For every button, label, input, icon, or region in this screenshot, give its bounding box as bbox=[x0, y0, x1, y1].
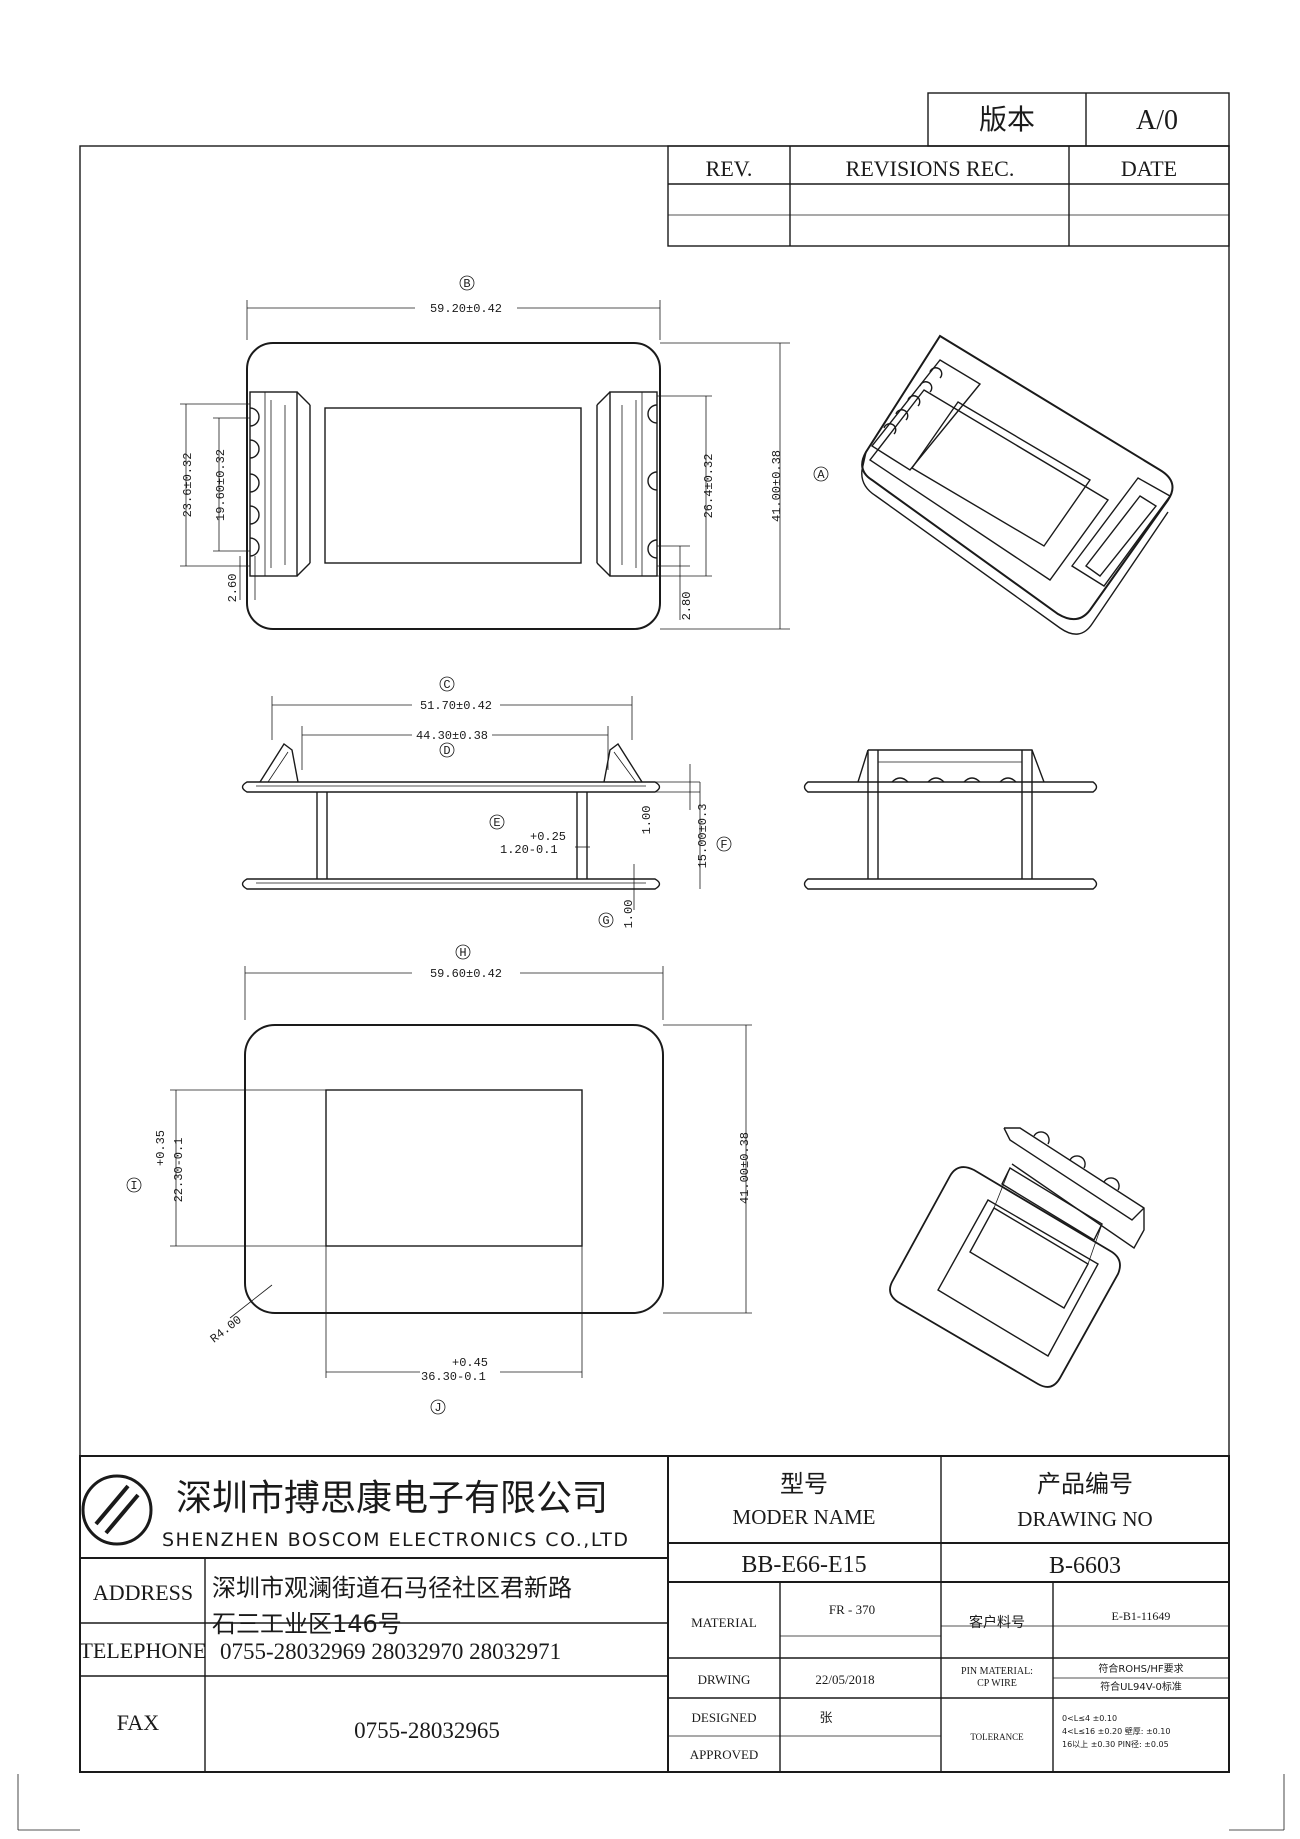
pin-spec-1: 符合ROHS/HF要求 bbox=[1098, 1662, 1183, 1675]
telephone-label: TELEPHONE bbox=[79, 1638, 206, 1663]
isometric-view-bottom bbox=[889, 1127, 1145, 1388]
top-right-outer-dim: 26.4±0.32 bbox=[702, 454, 716, 519]
version-value: A/0 bbox=[1136, 105, 1178, 136]
material-label: MATERIAL bbox=[691, 1615, 757, 1630]
drawing-label-en: DRAWING NO bbox=[1017, 1507, 1152, 1531]
bottom-window-w-plus: +0.45 bbox=[452, 1356, 488, 1370]
end-view bbox=[803, 749, 1098, 890]
bottom-height-dim: 41.00±0.38 bbox=[738, 1132, 752, 1204]
material-value: FR - 370 bbox=[829, 1602, 875, 1617]
callout-h: H bbox=[459, 946, 466, 960]
isometric-view-top bbox=[861, 334, 1174, 635]
revisions-header: REVISIONS REC. bbox=[846, 156, 1015, 181]
address-line2: 石三工业区146号 bbox=[212, 1610, 402, 1638]
drawing-value: B-6603 bbox=[1049, 1553, 1121, 1579]
company-name-cn: 深圳市搏思康电子有限公司 bbox=[176, 1478, 608, 1519]
version-label: 版本 bbox=[979, 103, 1035, 136]
callout-d: D bbox=[443, 744, 450, 758]
fax-label: FAX bbox=[117, 1710, 159, 1735]
callout-c: C bbox=[443, 678, 450, 692]
model-label-en: MODER NAME bbox=[733, 1505, 876, 1529]
rev-header: REV. bbox=[706, 156, 753, 181]
side-inner-dim: 44.30±0.38 bbox=[416, 729, 488, 743]
pin-spec-2: 符合UL94V-0标准 bbox=[1100, 1680, 1182, 1693]
revision-table: REV. REVISIONS REC. DATE bbox=[667, 145, 1230, 247]
pin-material-label-2: CP WIRE bbox=[977, 1678, 1017, 1689]
title-block: 深圳市搏思康电子有限公司 SHENZHEN BOSCOM ELECTRONICS… bbox=[79, 1455, 1230, 1773]
pin-material-label-1: PIN MATERIAL: bbox=[961, 1666, 1033, 1677]
callout-i: I bbox=[130, 1179, 137, 1193]
side-tol-plus: +0.25 bbox=[530, 830, 566, 844]
tolerance-row-3: 16以上 ±0.30 PIN径: ±0.05 bbox=[1062, 1739, 1169, 1749]
tolerance-label: TOLERANCE bbox=[970, 1732, 1024, 1742]
approved-label: APPROVED bbox=[690, 1747, 759, 1762]
bottom-window-w-main: 36.30-0.1 bbox=[421, 1370, 486, 1384]
customer-label: 客户料号 bbox=[969, 1614, 1025, 1631]
side-tol-main: 1.20-0.1 bbox=[500, 843, 558, 857]
callout-e: E bbox=[493, 816, 500, 830]
telephone-value: 0755-28032969 28032970 28032971 bbox=[220, 1639, 561, 1664]
drawing-label-cn: 产品编号 bbox=[1037, 1470, 1133, 1498]
drawing-date-value: 22/05/2018 bbox=[815, 1672, 874, 1687]
drawing-date-label: DRWING bbox=[698, 1672, 751, 1687]
tolerance-row-2: 4<L≤16 ±0.20 壁厚: ±0.10 bbox=[1062, 1726, 1171, 1736]
bottom-window-h-main: 22.30-0.1 bbox=[172, 1138, 186, 1203]
top-view: B 59.20±0.42 23.6±0.32 bbox=[180, 275, 829, 630]
side-flange-bottom-dim: 1.00 bbox=[622, 900, 636, 929]
address-line1: 深圳市观澜街道石马径社区君新路 bbox=[212, 1574, 572, 1602]
designed-label: DESIGNED bbox=[692, 1710, 757, 1725]
address-label: ADDRESS bbox=[93, 1580, 193, 1605]
model-label-cn: 型号 bbox=[780, 1470, 828, 1498]
tolerance-row-1: 0<L≤4 ±0.10 bbox=[1062, 1714, 1117, 1723]
callout-f: F bbox=[720, 838, 727, 852]
bottom-window-h-plus: +0.35 bbox=[154, 1130, 168, 1166]
trim-marks bbox=[17, 1774, 1285, 1831]
callout-j: J bbox=[434, 1401, 441, 1415]
top-height-dim: 41.00±0.38 bbox=[770, 450, 784, 522]
fax-value: 0755-28032965 bbox=[354, 1718, 500, 1743]
side-view: C 51.70±0.42 44.30±0.38 D E +0.25 1.20-0… bbox=[241, 676, 732, 929]
top-left-outer-dim: 23.6±0.32 bbox=[181, 453, 195, 518]
bottom-width-dim: 59.60±0.42 bbox=[430, 967, 502, 981]
company-logo-icon bbox=[81, 1474, 153, 1546]
version-box: 版本 A/0 bbox=[927, 92, 1230, 147]
model-value: BB-E66-E15 bbox=[741, 1552, 866, 1578]
designed-value: 张 bbox=[819, 1711, 832, 1726]
callout-b: B bbox=[463, 277, 470, 291]
top-right-pitch-dim: 2.80 bbox=[680, 592, 694, 621]
side-flange-top-dim: 1.00 bbox=[640, 806, 654, 835]
customer-value: E-B1-11649 bbox=[1112, 1609, 1171, 1623]
bottom-view: H 59.60±0.42 +0.35 22.30-0.1 I 41.00±0.3… bbox=[126, 944, 752, 1415]
top-width-dim: 59.20±0.42 bbox=[430, 302, 502, 316]
bottom-radius-dim: R4.00 bbox=[208, 1313, 245, 1346]
top-left-inner-dim: 19.60±0.32 bbox=[214, 449, 228, 521]
callout-g: G bbox=[602, 914, 609, 928]
side-outer-dim: 51.70±0.42 bbox=[420, 699, 492, 713]
date-header: DATE bbox=[1121, 156, 1177, 181]
side-height-dim: 15.00±0.3 bbox=[696, 804, 710, 869]
callout-a: A bbox=[817, 468, 825, 482]
top-left-pitch-dim: 2.60 bbox=[226, 574, 240, 603]
company-name-en: SHENZHEN BOSCOM ELECTRONICS CO.,LTD bbox=[162, 1529, 630, 1551]
